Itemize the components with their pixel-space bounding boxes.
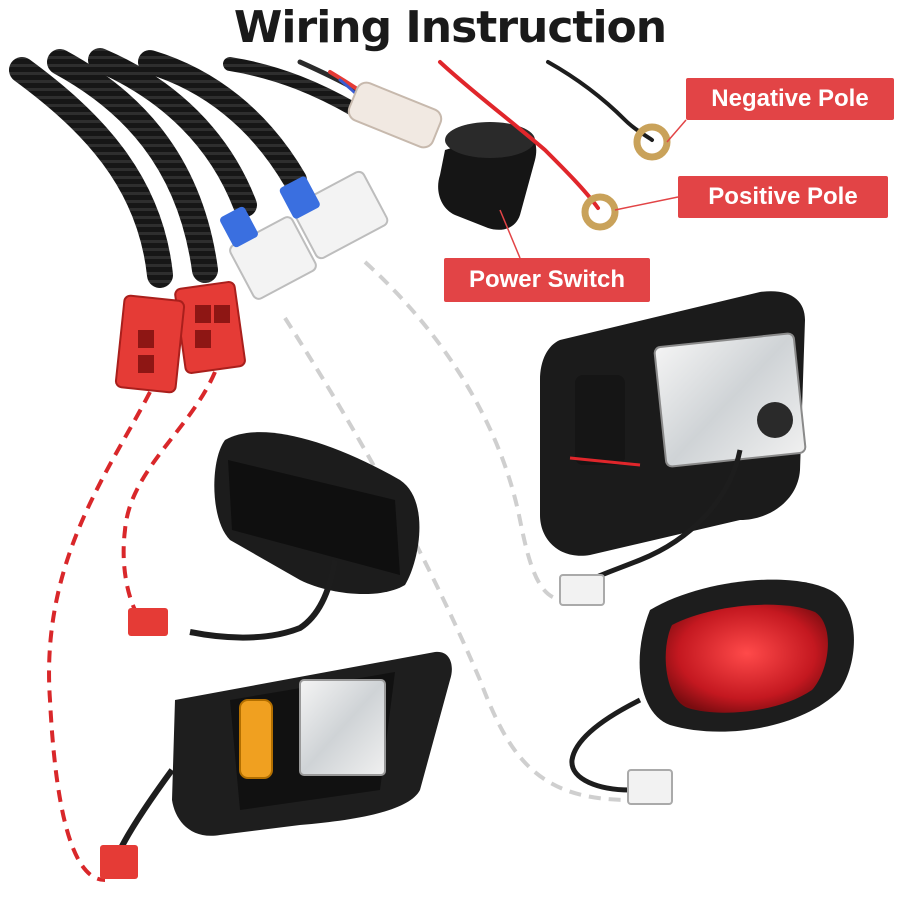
battery-leads <box>438 60 654 210</box>
harness-connectors-white <box>220 170 389 300</box>
headlight-module-rear <box>540 291 807 606</box>
red-dashed-guides <box>47 371 217 882</box>
negative-pole-label: Negative Pole <box>686 78 894 120</box>
power-switch-label: Power Switch <box>444 258 650 302</box>
fuse-holder <box>347 81 443 149</box>
tail-light <box>569 579 854 805</box>
positive-ring-terminal-icon <box>581 193 619 231</box>
headlight-assembly <box>100 651 452 879</box>
positive-pole-label: Positive Pole <box>678 176 888 218</box>
callout-lines <box>499 119 687 259</box>
power-switch-icon <box>438 122 537 230</box>
headlight-housing-back <box>128 432 420 641</box>
harness-connectors-red <box>114 281 246 394</box>
page-title: Wiring Instruction <box>233 2 667 53</box>
gray-dashed-guides <box>283 260 631 802</box>
